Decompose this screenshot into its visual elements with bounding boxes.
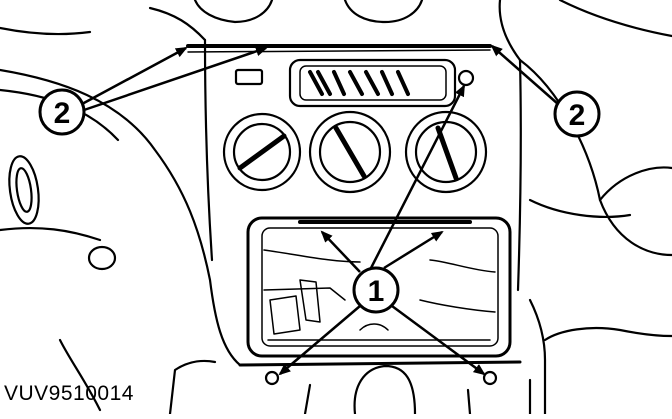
compartment-detail-2 (263, 287, 346, 301)
compartment-bracket-2 (269, 295, 301, 335)
compartment-detail-5 (359, 323, 389, 331)
console-lower-edge (238, 360, 522, 367)
leader-1-upper-left (320, 230, 361, 273)
compartment-detail-4 (429, 259, 496, 273)
heater-knob-center (308, 110, 392, 194)
callout-2-left-label: 2 (54, 97, 71, 130)
gear-surround-right (466, 388, 472, 416)
console-left-edge (203, 38, 214, 262)
callout-2-left: 2 (38, 88, 86, 136)
console-tab (234, 68, 264, 86)
dash-top-right-edge (558, 0, 672, 38)
dash-top-right-curve (498, 0, 522, 62)
console-right-edge (516, 58, 522, 292)
left-panel-contour (0, 68, 242, 367)
left-knee-line (58, 338, 102, 412)
display-window (299, 65, 447, 101)
trim-strip-bottom (187, 49, 491, 53)
leader-1-bottom-right (391, 304, 486, 376)
right-panel-inner-line (528, 198, 632, 218)
compartment-bracket (299, 279, 321, 323)
compartment-detail-3 (419, 299, 496, 313)
dash-top-curve (148, 6, 207, 42)
heater-knob-right (404, 110, 488, 194)
figure-reference-code: VUV9510014 (4, 382, 134, 405)
callout-2-right: 2 (553, 90, 601, 138)
top-vent-left (193, 0, 274, 24)
display-segments (308, 70, 410, 96)
leader-1-bottom-left (278, 305, 361, 376)
gear-surround-left (303, 383, 312, 416)
right-console-leg (528, 298, 547, 416)
gear-lever-boot (353, 364, 417, 416)
lower-left-leg (168, 359, 217, 416)
callout-1: 1 (352, 266, 400, 314)
callout-1-label: 1 (368, 275, 385, 308)
left-side-vent-inner (15, 167, 33, 213)
left-panel-lower-line (0, 226, 102, 242)
callout-2-right-label: 2 (569, 99, 586, 132)
leader-1-upper-right (383, 230, 444, 270)
leader-1-display-screw (368, 84, 466, 271)
left-knob (87, 245, 117, 271)
right-panel-upper-line (598, 166, 672, 202)
leader-2-right (490, 44, 559, 105)
display-screw (457, 69, 475, 87)
heater-knob-left (222, 112, 302, 192)
leader-2-left-a (81, 46, 188, 106)
lower-compartment-inner (261, 227, 499, 347)
dash-top-contour-left (0, 26, 92, 36)
left-side-vent (8, 155, 40, 225)
lower-compartment (246, 216, 512, 358)
display-unit (288, 58, 457, 108)
leader-2-left-b (83, 46, 268, 112)
top-vent-right (343, 0, 424, 24)
screw-bottom-left (264, 370, 280, 386)
right-lower-contour (543, 326, 672, 342)
screw-bottom-right (482, 370, 498, 386)
